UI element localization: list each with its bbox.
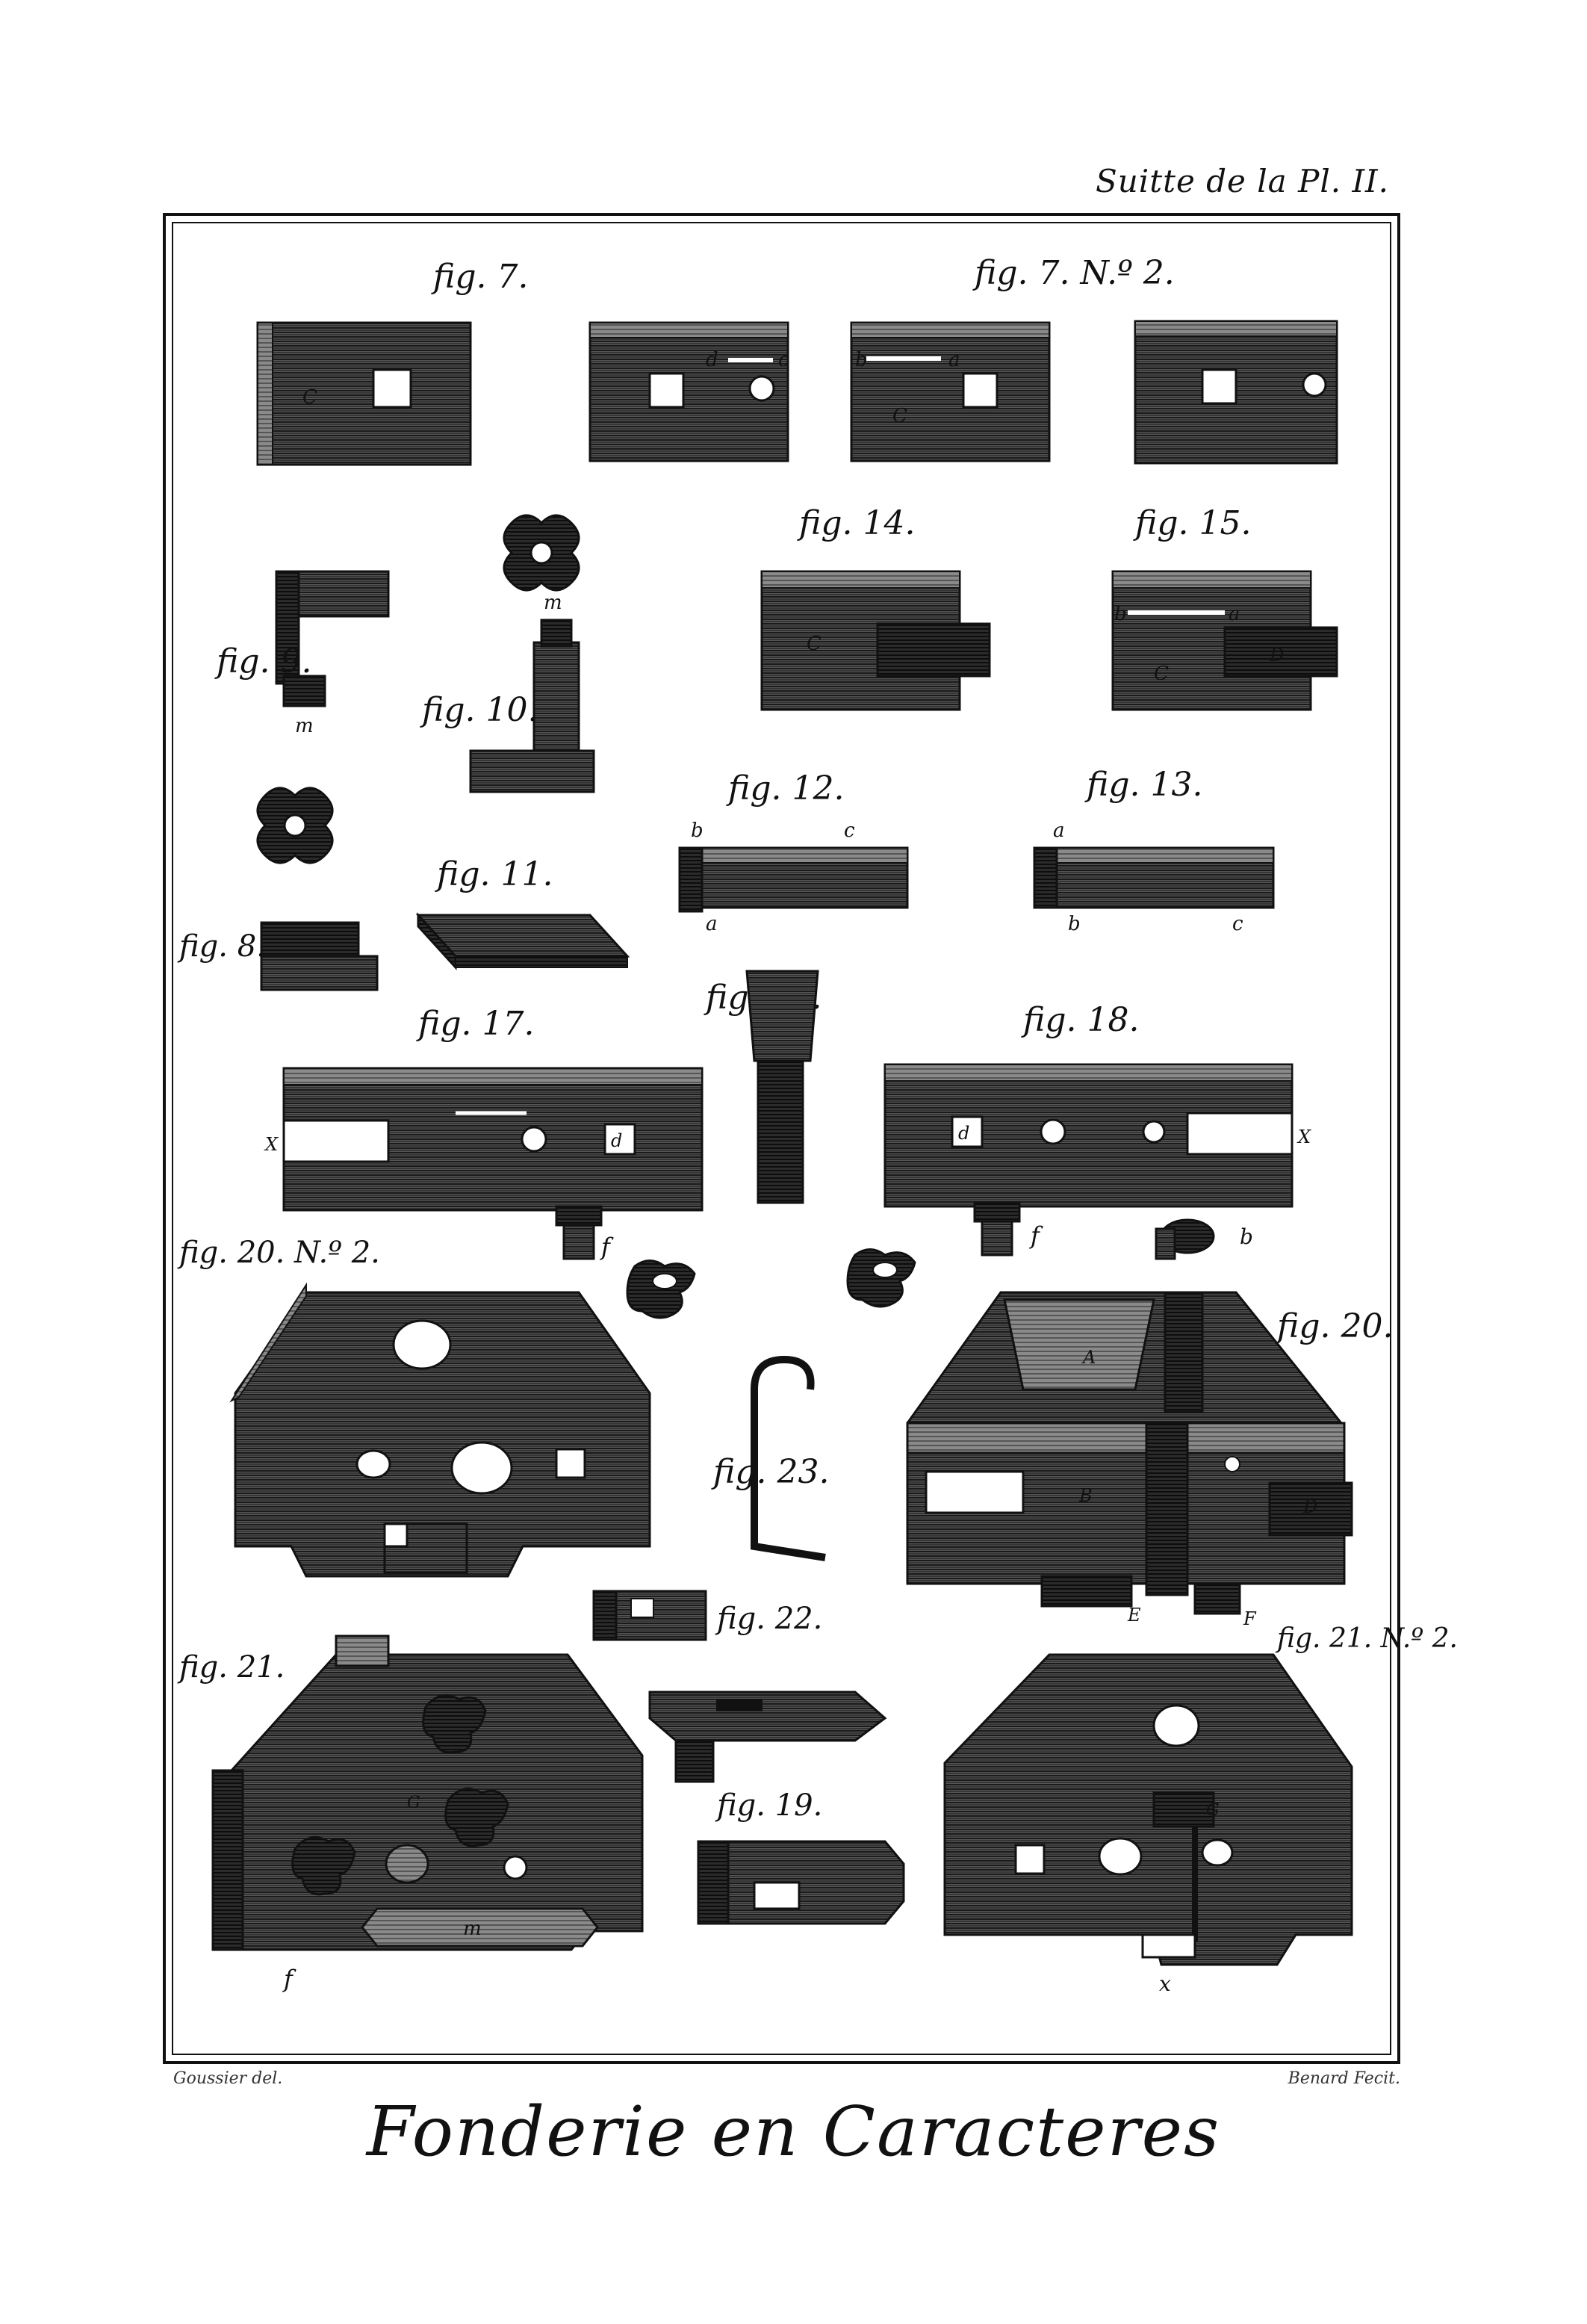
letter-C-fig14: C xyxy=(807,633,822,655)
label-fig8: fig. 8. xyxy=(177,929,266,964)
letter-c-fig12: c xyxy=(844,819,855,842)
figure-7-block-c: b a C xyxy=(850,321,1051,462)
letter-X-fig17: X xyxy=(264,1134,279,1155)
label-fig9: fig. 9. xyxy=(214,642,311,681)
letter-G-fig21: G xyxy=(407,1794,420,1812)
label-fig11: fig. 11. xyxy=(435,855,553,893)
label-fig10: fig. 10. xyxy=(420,691,538,729)
letter-C-fig7: C xyxy=(302,386,317,409)
label-fig23: fig. 23. xyxy=(711,1453,829,1491)
letter-b-fig15: b xyxy=(1114,603,1127,625)
letter-G-fig21n2: G xyxy=(1206,1801,1220,1820)
label-fig20-n2: fig. 20. N.º 2. xyxy=(177,1236,380,1270)
label-fig20: fig. 20. xyxy=(1275,1307,1393,1345)
figure-20-mould-assembled: A B D E F xyxy=(906,1291,1353,1629)
star-nut-upper xyxy=(503,514,580,592)
figure-10-bolt: m xyxy=(469,592,595,793)
letter-C-fig15: C xyxy=(1154,663,1169,685)
figure-14-block: C xyxy=(760,570,991,711)
letter-f-fig18: f xyxy=(1029,1221,1043,1250)
letter-a-fig7: a xyxy=(948,349,960,371)
figure-21-n2-mould: G x xyxy=(943,1653,1353,1996)
letter-a-fig15: a xyxy=(1229,603,1240,625)
letter-C-fig7n2: C xyxy=(892,405,907,427)
figure-7-block-b: d c xyxy=(588,321,789,462)
label-fig14: fig. 14. xyxy=(797,504,915,542)
label-fig12: fig. 12. xyxy=(726,769,844,808)
label-fig13: fig. 13. xyxy=(1084,766,1202,804)
letter-D-fig15: D xyxy=(1269,645,1284,666)
label-fig7: fig. 7. xyxy=(431,258,528,296)
label-fig21: fig. 21. xyxy=(177,1650,285,1685)
figure-13-piece: a b c xyxy=(1033,819,1275,935)
star-nut-mid-right xyxy=(846,1248,916,1308)
figure-15-block: b a C D xyxy=(1111,570,1338,711)
figure-21-mould: G m f xyxy=(211,1634,644,1993)
figure-18-bar: X d f b xyxy=(883,1063,1311,1260)
label-fig17: fig. 17. xyxy=(416,1005,534,1043)
plate-reference: Suitte de la Pl. II. xyxy=(1095,163,1389,199)
figure-9-bolt xyxy=(275,570,390,707)
figure-22-piece xyxy=(592,1590,707,1641)
star-nut-lower xyxy=(256,787,334,864)
figure-17-bar: X d f xyxy=(264,1067,704,1261)
credit-engraver: Benard Fecit. xyxy=(1288,2069,1400,2088)
label-fig18: fig. 18. xyxy=(1021,1001,1139,1039)
letter-a-fig13: a xyxy=(1053,819,1065,842)
letter-b-fig13: b xyxy=(1068,913,1081,935)
label-fig22: fig. 22. xyxy=(715,1602,822,1636)
letter-m-fig9: m xyxy=(295,715,314,737)
label-fig7-n2: fig. 7. N.º 2. xyxy=(972,254,1175,292)
letter-m-fig21: m xyxy=(463,1918,482,1940)
plate-frame-inner xyxy=(172,222,1391,2055)
credit-draftsman: Goussier del. xyxy=(173,2069,283,2088)
letter-c-fig13: c xyxy=(1232,913,1243,935)
figure-7n2-block-d xyxy=(1134,320,1338,465)
label-fig21-n2: fig. 21. N.º 2. xyxy=(1275,1623,1458,1654)
letter-d-fig18: d xyxy=(958,1123,969,1144)
plate-frame-outer xyxy=(163,213,1400,2064)
label-fig15: fig. 15. xyxy=(1133,504,1251,542)
letter-X-fig18: X xyxy=(1296,1127,1311,1147)
letter-b-fig18: b xyxy=(1240,1224,1253,1249)
letter-f-fig21: f xyxy=(282,1965,296,1993)
letter-D-fig20: D xyxy=(1302,1496,1317,1517)
letter-b-fig7: b xyxy=(855,349,868,371)
letter-b-fig12: b xyxy=(691,819,704,842)
figure-20-n2-mould xyxy=(229,1282,651,1578)
star-nut-mid-left xyxy=(626,1259,696,1319)
letter-d-fig7: d xyxy=(706,349,718,371)
plate-title: Fonderie en Caracteres xyxy=(366,2092,1221,2172)
figure-8-block xyxy=(260,921,379,991)
letter-a-fig12: a xyxy=(706,913,718,935)
figure-19-piece-upper xyxy=(648,1691,887,1783)
figure-19-piece-lower xyxy=(697,1840,905,1925)
letter-x-fig21n2: x xyxy=(1159,1971,1171,1996)
letter-f-fig17: f xyxy=(600,1233,614,1261)
letter-F-fig20: F xyxy=(1243,1608,1257,1629)
letter-E-fig20: E xyxy=(1127,1605,1141,1626)
letter-d-fig17: d xyxy=(611,1130,622,1151)
letter-m-fig10: m xyxy=(544,592,562,614)
letter-A-fig20: A xyxy=(1081,1347,1096,1368)
label-fig19: fig. 19. xyxy=(715,1788,822,1823)
figure-7-block-a: C xyxy=(256,321,472,466)
figure-16-chisel xyxy=(745,970,819,1204)
letter-B-fig20: B xyxy=(1078,1485,1093,1506)
figure-12-piece: b c a xyxy=(678,819,909,935)
letter-c-fig7: c xyxy=(778,349,789,371)
figure-11-plate xyxy=(415,912,630,970)
figure-23-hook xyxy=(751,1355,826,1561)
